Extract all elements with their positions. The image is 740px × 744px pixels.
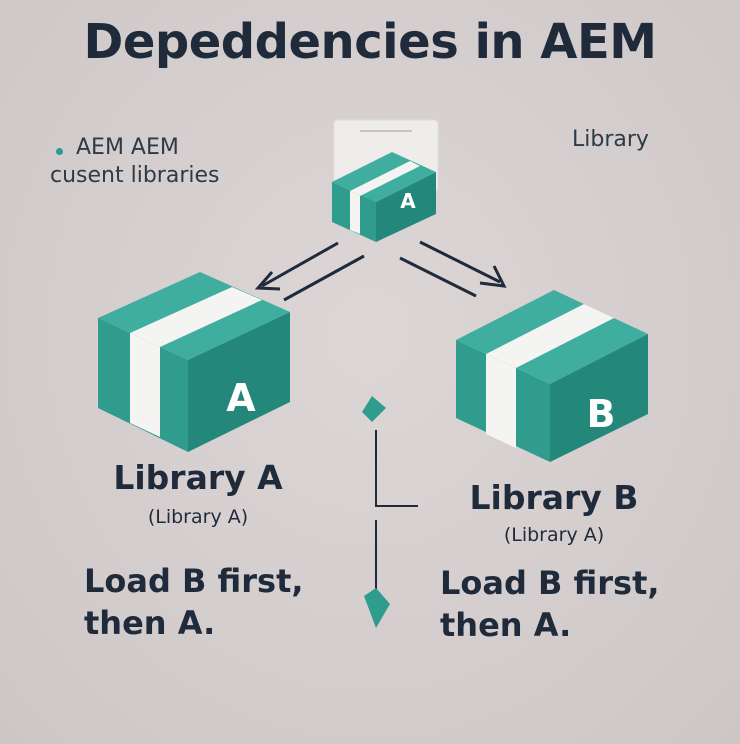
small-box-a [332,152,436,242]
center-connector [362,396,418,628]
right-note: Library [572,127,649,152]
library-a-name: Library A [113,458,283,497]
large-box-a-letter: A [226,376,256,420]
left-note-line2: cusent libraries [50,163,220,188]
library-b-instr-line2: then A. [440,606,572,644]
large-box-b [456,290,648,462]
arrow-left [254,241,365,302]
large-box-a [98,272,290,452]
library-b-instr-line1: Load B first, [440,564,660,602]
library-a-instr-line2: then A. [84,604,216,642]
library-b-name: Library B [469,478,639,517]
arrow-right [399,240,507,298]
library-b-sub: (Library A) [503,524,605,546]
small-box-letter: A [400,189,416,213]
large-box-b-letter: B [586,392,616,436]
library-a-sub: (Library A) [147,506,249,528]
left-note-line1: AEM AEM [76,135,179,160]
bullet-dot [56,148,63,155]
library-a-instr-line1: Load B first, [84,562,304,600]
diagram-title: Depeddencies in AEM [83,14,657,70]
